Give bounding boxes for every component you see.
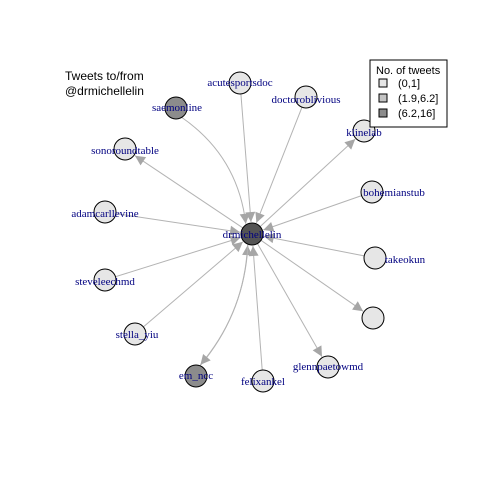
edge-bohemianstub-to-center-arrowhead xyxy=(263,222,275,232)
node-saemonline xyxy=(164,96,188,120)
legend-label-3: (6.2,16] xyxy=(398,108,435,120)
edge-doctoroblivious-to-center-arrowhead xyxy=(255,211,265,223)
node-label-doctoroblivious: doctoroblivious xyxy=(271,94,340,106)
node-label-bohemianstub: bohemianstub xyxy=(363,187,425,199)
legend-label-2: (1.9,6.2] xyxy=(398,93,438,105)
node-em_ncc xyxy=(184,364,208,388)
edge-acutesportsdoc-to-center xyxy=(240,93,252,223)
edge-stella_yiu-to-center-arrowhead xyxy=(232,241,243,253)
node-acutesportsdoc xyxy=(228,71,252,95)
legend-swatch-1 xyxy=(378,78,388,88)
edge-takeokun-to-center xyxy=(263,235,365,257)
edge-center-to-unlabeled xyxy=(260,239,364,312)
node-label-saemonline: saemonline xyxy=(152,102,202,114)
edge-steveleechmd-to-center-arrowhead xyxy=(229,235,241,246)
edge-saemonline-to-center-arrowhead xyxy=(239,213,250,224)
node-doctoroblivious xyxy=(294,85,318,109)
edge-center-to-glennpaetowmd xyxy=(257,243,323,357)
legend-swatch-2 xyxy=(378,93,388,103)
node-layer xyxy=(93,71,387,393)
node-label-stella_yiu: stella_yiu xyxy=(116,329,159,341)
edge-layer xyxy=(115,93,365,371)
node-label-em_ncc: em_ncc xyxy=(179,370,213,382)
node-label-acutesportsdoc: acutesportsdoc xyxy=(207,77,272,89)
legend-swatch-3 xyxy=(378,108,388,118)
node-steveleechmd xyxy=(93,268,117,292)
edge-doctoroblivious-to-center xyxy=(255,107,303,223)
edge-em_ncc-to-center-arrowhead xyxy=(242,245,253,256)
node-label-klinelab: klinelab xyxy=(346,127,382,139)
node-label-steveleechmd: steveleechmd xyxy=(75,276,135,288)
edge-felixankel-to-center xyxy=(252,245,263,371)
legend: No. of tweets (0,1] (1.9,6.2] (6.2,16] xyxy=(369,59,448,128)
edge-center-to-klinelab-arrowhead xyxy=(344,139,356,150)
node-adamcarllevine xyxy=(93,200,117,224)
node-stella_yiu xyxy=(123,322,147,346)
graph-title-line-2: @drmichellelin xyxy=(65,84,144,98)
legend-title: No. of tweets xyxy=(376,65,441,77)
node-bohemianstub xyxy=(360,180,384,204)
edge-center-to-em_ncc xyxy=(200,244,249,366)
node-center xyxy=(240,222,264,246)
edge-center-to-em_ncc-arrowhead xyxy=(200,354,211,365)
node-glennpaetowmd xyxy=(316,355,340,379)
node-felixankel xyxy=(251,369,275,393)
edge-center-to-unlabeled-arrowhead xyxy=(352,301,364,312)
edge-center-to-klinelab xyxy=(259,138,356,227)
node-label-sonoroundtable: sonoroundtable xyxy=(91,145,159,157)
edge-stella_yiu-to-center xyxy=(143,241,244,328)
edge-felixankel-to-center-arrowhead xyxy=(248,246,259,257)
graph-title-line-1: Tweets to/from xyxy=(65,69,144,83)
edge-adamcarllevine-to-center-arrowhead xyxy=(229,225,241,236)
edge-center-to-sonoroundtable xyxy=(134,155,244,229)
node-label-takeokun: takeokun xyxy=(385,254,426,266)
edge-takeokun-to-center-arrowhead xyxy=(263,233,275,244)
node-label-felixankel: felixankel xyxy=(241,376,285,388)
node-label-center: drmichellelin xyxy=(223,229,282,241)
label-layer: acutesportsdoc saemonline doctoroblivious k… xyxy=(71,77,425,388)
edge-bohemianstub-to-center xyxy=(263,195,362,231)
legend-items: (0,1] (1.9,6.2] (6.2,16] xyxy=(378,78,438,120)
legend-label-1: (0,1] xyxy=(398,78,420,90)
edge-saemonline-to-center xyxy=(181,116,247,224)
node-takeokun xyxy=(363,246,387,270)
edge-em_ncc-to-center xyxy=(199,245,249,367)
node-unlabeled xyxy=(361,306,385,330)
edge-center-to-sonoroundtable-arrowhead xyxy=(135,155,147,166)
node-label-glennpaetowmd: glennpaetowmd xyxy=(293,361,364,373)
edge-center-to-glennpaetowmd-arrowhead xyxy=(312,345,322,357)
edge-adamcarllevine-to-center xyxy=(115,213,241,233)
edge-steveleechmd-to-center xyxy=(115,237,241,278)
node-sonoroundtable xyxy=(113,137,137,161)
node-label-adamcarllevine: adamcarllevine xyxy=(71,208,138,220)
